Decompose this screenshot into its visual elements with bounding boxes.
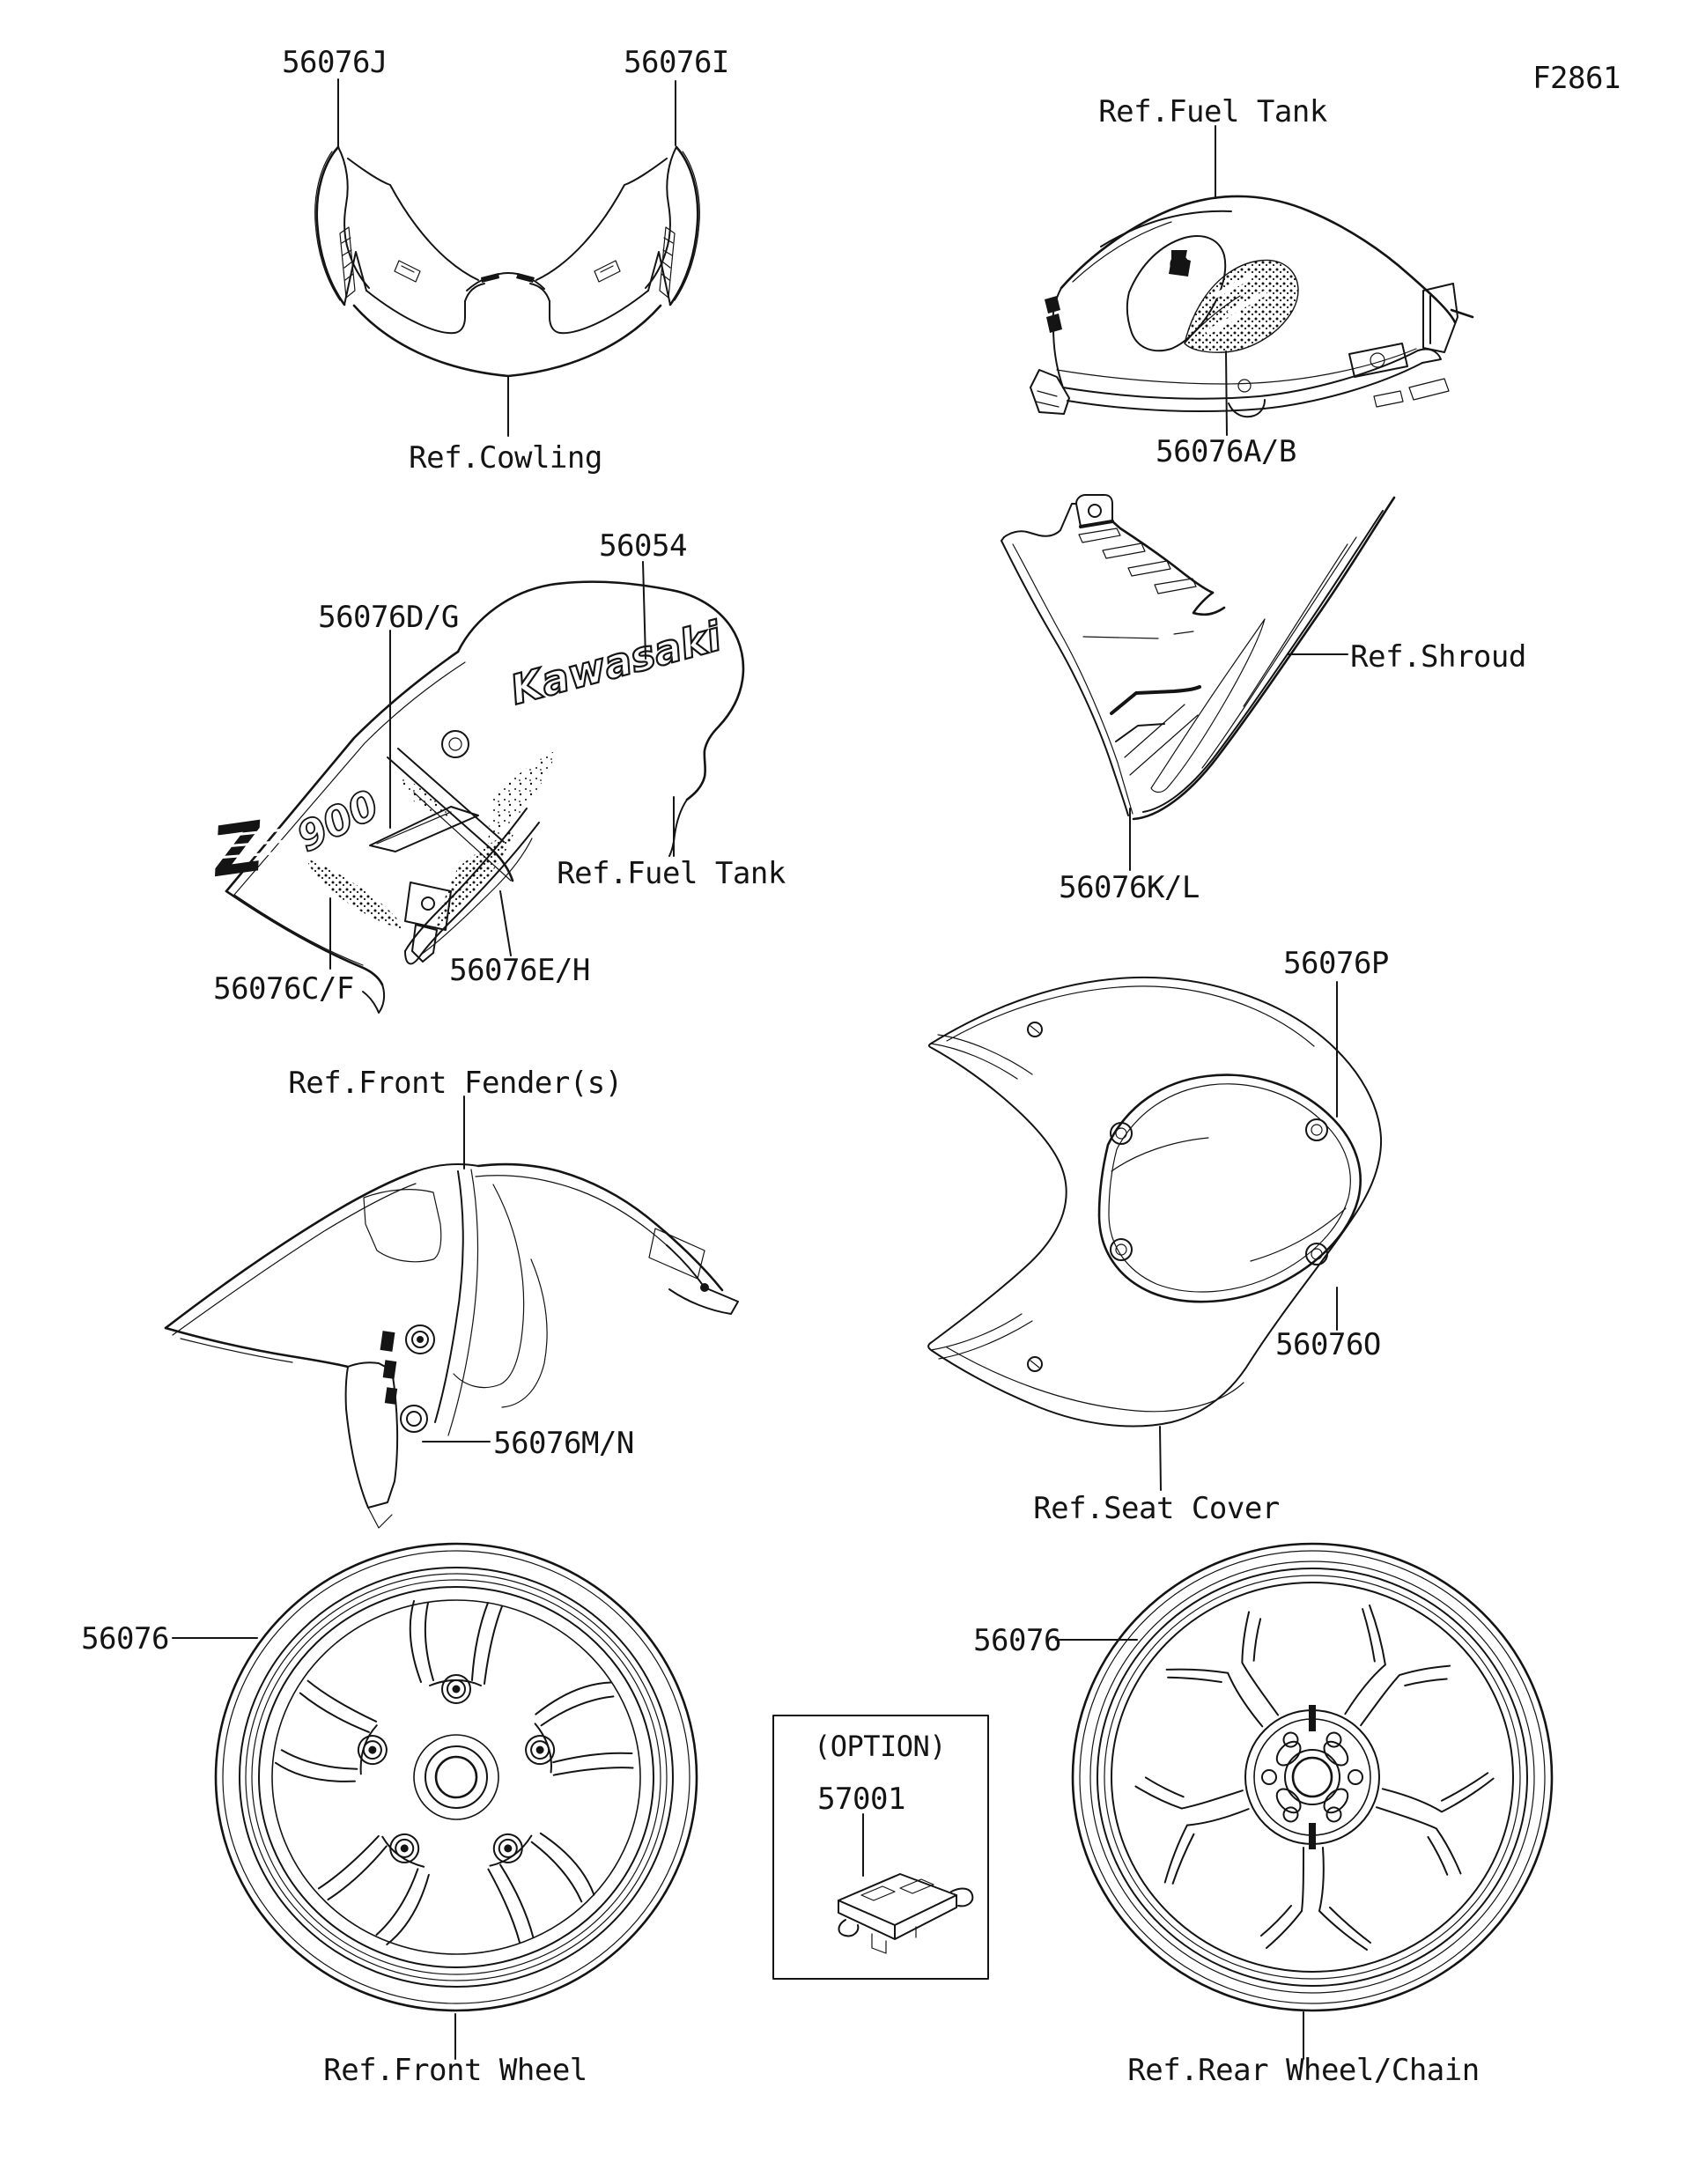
part-label-56054: 56054 (599, 528, 687, 564)
shroud-drawing (1001, 494, 1396, 821)
part-label-56076-front: 56076 (81, 1621, 169, 1656)
z-decal: Z (205, 808, 270, 894)
tank-side-drawing: Kawasaki Z 900 (205, 580, 745, 1014)
seat-cover-drawing (927, 976, 1383, 1428)
900-decal: 900 (289, 780, 386, 861)
part-label-56076DG: 56076D/G (318, 600, 459, 635)
part-label-56076AB: 56076A/B (1156, 434, 1296, 469)
part-label-56076-rear: 56076 (973, 1623, 1061, 1658)
front-fender-drawing (164, 1162, 739, 1529)
part-label-56076MN: 56076M/N (493, 1426, 634, 1461)
ref-label-shroud: Ref.Shroud (1350, 639, 1526, 675)
option-box (772, 1715, 989, 1980)
leader-ref-seat-cover (1159, 1426, 1162, 1491)
ref-label-fuel-tank-side: Ref.Fuel Tank (557, 856, 786, 891)
part-label-56076KL: 56076K/L (1059, 870, 1200, 905)
part-label-56076CF: 56076C/F (213, 971, 354, 1007)
figure-code: F2861 (1532, 61, 1621, 96)
leader-56076ab (1225, 350, 1228, 436)
ref-label-cowling: Ref.Cowling (409, 440, 602, 476)
part-label-56076J: 56076J (282, 45, 388, 80)
ref-label-seat-cover: Ref.Seat Cover (1033, 1491, 1280, 1526)
part-label-56076I: 56076I (624, 45, 729, 80)
leader-56076eh (499, 890, 512, 956)
front-wheel-drawing (214, 1542, 698, 2012)
ref-label-front-wheel: Ref.Front Wheel (323, 2053, 587, 2088)
kawasaki-logo-decal: Kawasaki (506, 612, 727, 714)
ref-label-front-fender: Ref.Front Fender(s) (288, 1066, 622, 1101)
part-label-56076P: 56076P (1283, 946, 1389, 981)
cowling-drawing (314, 145, 700, 378)
option-bracket-drawing (838, 1873, 974, 1954)
ref-label-fuel-tank-top: Ref.Fuel Tank (1098, 94, 1327, 129)
ref-label-rear-wheel: Ref.Rear Wheel/Chain (1127, 2053, 1479, 2088)
part-label-57001: 57001 (817, 1782, 905, 1817)
part-label-56076O: 56076O (1275, 1327, 1381, 1362)
fuel-tank-drawing (1030, 195, 1474, 418)
rear-wheel-drawing (1071, 1542, 1554, 2012)
part-label-56076EH: 56076E/H (449, 953, 590, 988)
leader-56054 (642, 561, 646, 660)
option-title: (OPTION) (814, 1730, 946, 1763)
